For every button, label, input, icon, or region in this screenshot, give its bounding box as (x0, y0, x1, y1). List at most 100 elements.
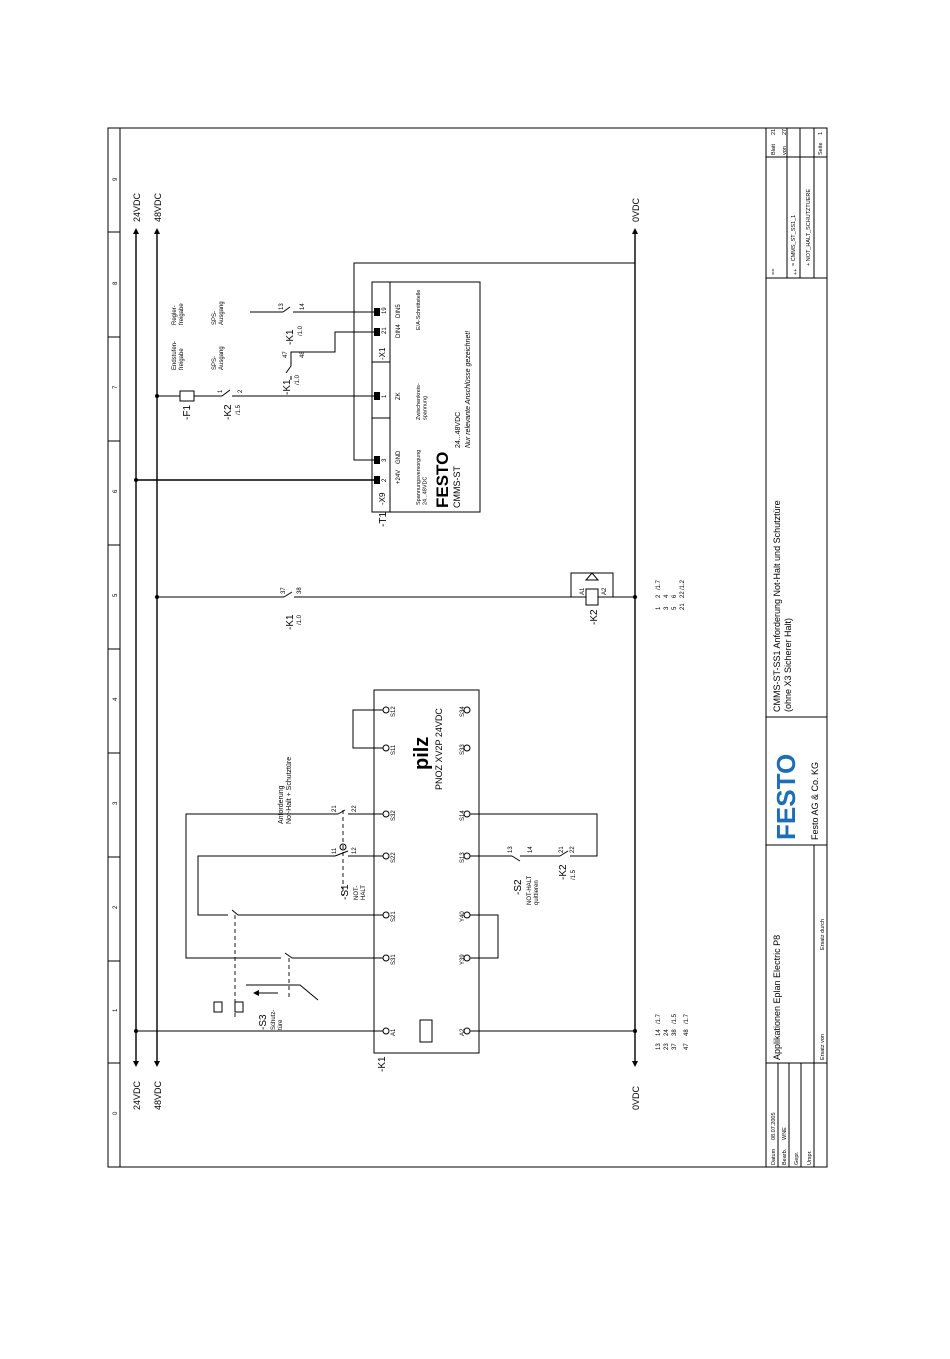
rail-0v-label-bottom: 0VDC (631, 1085, 641, 1110)
term-s31 (382, 954, 390, 962)
label-a1: A1 (391, 1028, 397, 1036)
tb-festo-logo: FESTO (771, 754, 801, 840)
f1-fuse (179, 390, 195, 402)
label-endstufen: Endstufen-freigabe (172, 341, 185, 370)
f1-tag: -F1 (182, 405, 193, 420)
col-num-5: 5 (113, 593, 119, 597)
s1-tag: -S1 (340, 884, 351, 900)
tb-eq-head: == (771, 269, 777, 275)
tb-ersatz-durch: Ersatz durch (820, 919, 826, 950)
t1-pin-name-gnd: GND (396, 450, 402, 464)
col-num-4: 4 (113, 697, 119, 701)
k1-coil-tag: -K1 (285, 614, 296, 630)
title-block: Datum 08.07.2005 Bearb. WNE Gepr. Urspr.… (766, 128, 827, 1167)
reset-circuit: 13 14 -S2 NOT-HALTquittieren 21 22 -K2 /… (470, 813, 598, 905)
k1-tag: -K1 (377, 1056, 388, 1072)
label-regler: Regler-freigabe (172, 303, 185, 325)
label-s12: S12 (391, 706, 397, 717)
label-s11: S11 (391, 744, 397, 755)
t1-pin-name-zk: ZK (396, 392, 402, 400)
term-s32 (382, 810, 390, 818)
k2-c3: 5 (672, 606, 678, 610)
tb-seite-label: Seite (818, 142, 824, 155)
k1a-48: 48 (300, 351, 306, 358)
label-s14: S14 (460, 810, 466, 821)
k2-reset-tag: -K2 (558, 864, 569, 880)
t1-pin-21: 21 (382, 327, 388, 334)
k2-small-pin-1: 1 (218, 389, 224, 393)
tb-company: Festo AG & Co. KG (810, 762, 820, 840)
rail-0v-label-top: 0VDC (631, 197, 641, 222)
k1a-47: 47 (283, 351, 289, 358)
s2-desc: NOT-HALTquittieren (527, 875, 540, 905)
label-sps-2: SPS-Ausgang (212, 301, 225, 325)
k2-c2: 3 (664, 606, 670, 610)
x9-label: -X9 (378, 492, 387, 505)
label-y40: Y40 (460, 911, 466, 922)
k1-c2b: 24 (664, 1029, 670, 1036)
term-s22 (382, 852, 390, 860)
label-y39: Y39 (460, 954, 466, 965)
t1-festo-logo: FESTO (433, 452, 452, 508)
k2-nc-pin-21: 21 (559, 846, 565, 853)
term-s21 (382, 911, 390, 919)
k1-c3b: 38 (672, 1029, 678, 1036)
tb-drawing-title: CMMS-ST-SS1 Anforderung Not-Halt und Sch… (772, 500, 782, 712)
col-num-7: 7 (113, 385, 119, 389)
k2-c3b: 6 (672, 594, 678, 598)
k2-c4: 21 (680, 603, 686, 610)
rail-48v-label-top: 48VDC (153, 192, 163, 222)
t1-pin-name-din4: DIN4 (396, 324, 402, 338)
t1-interm: Zwischenkreis-spannung (416, 383, 428, 420)
rail-48v-label-bottom: 48VDC (153, 1080, 163, 1110)
t1-pin-name-din5: DIN5 (396, 304, 402, 318)
term-s12 (382, 706, 390, 714)
term-a1 (382, 1027, 390, 1035)
k2-small-tag: -K2 (223, 404, 234, 420)
k1-c1b: 14 (656, 1029, 662, 1036)
t1-note: Nur relevante Anschlüsse gezeichnet! (465, 331, 472, 448)
k1b-ref: /1.0 (298, 325, 304, 336)
tb-datum-label: Datum (771, 1148, 777, 1165)
k1-c4r: /1.7 (684, 1013, 690, 1024)
k1a-tag: -K1 (282, 379, 293, 395)
col-num-1: 1 (113, 1008, 119, 1012)
k1-37: 37 (281, 587, 287, 594)
k2-c2b: 4 (664, 594, 670, 598)
term-s11 (382, 744, 390, 752)
k2-coil (585, 588, 599, 606)
s2-pin-14: 14 (528, 846, 534, 853)
col-num-0: 0 (113, 1111, 119, 1115)
k1-c4b: 48 (684, 1029, 690, 1036)
t1-pin-1: 1 (382, 394, 388, 398)
k2-nc-pin-22: 22 (570, 846, 576, 853)
k2-c4b: 22 (680, 591, 686, 598)
col-num-9: 9 (113, 177, 119, 181)
t1-pin-name-24v: +24V (396, 470, 402, 484)
col-num-3: 3 (113, 801, 119, 805)
k2-c1: 1 (656, 606, 662, 610)
s2-tag: -S2 (513, 879, 524, 895)
k1b-tag: -K1 (285, 329, 296, 345)
label-s32: S32 (391, 810, 397, 821)
k2-a2: A2 (602, 587, 608, 595)
k1-c3r: /1.5 (672, 1013, 678, 1024)
k2-c1b: 2 (656, 594, 662, 598)
tb-eq: = CMMS_ST_SS1_1 (791, 215, 797, 266)
rail-24v-label-bottom: 24VDC (132, 1080, 142, 1110)
k2-contact-pin-22: 22 (352, 805, 358, 812)
k1-coil-ref: /1.0 (297, 614, 303, 625)
k1-c3: 37 (672, 1043, 678, 1050)
pilz-logo: pilz (411, 737, 433, 770)
tb-loc-head: ++ (793, 269, 799, 275)
tb-loc: + NOT_HALT_SCHUTZTUERE (806, 189, 812, 266)
t1-voltage: 24...48VDC (455, 412, 462, 448)
label-a2: A2 (460, 1028, 466, 1036)
k2-small-pin-2: 2 (238, 389, 244, 393)
label-s21: S21 (391, 911, 397, 922)
s1-pin-12: 12 (352, 847, 358, 854)
t1-io: E/A-Schnittstelle (416, 290, 422, 330)
k1-c1: 13 (656, 1043, 662, 1050)
tb-blatt-label: Blatt (771, 144, 777, 155)
